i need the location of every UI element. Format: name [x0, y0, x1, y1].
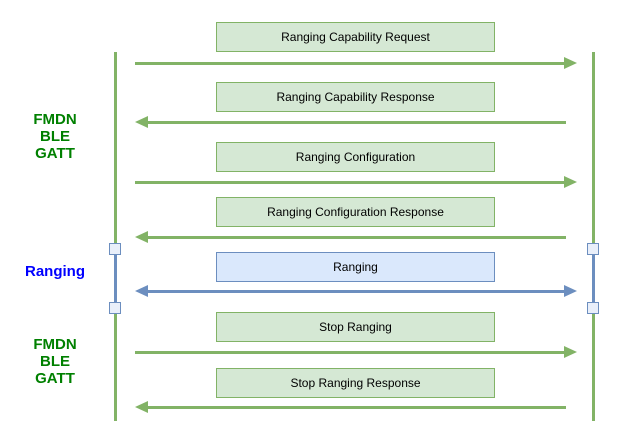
arrowhead-left-icon [135, 116, 148, 128]
phase-label-ranging: Ranging [0, 263, 110, 280]
message-box-ranging-capability-response: Ranging Capability Response [216, 82, 495, 112]
message-box-stop-ranging-response: Stop Ranging Response [216, 368, 495, 398]
activation-marker-left-top [109, 243, 121, 255]
lifeline-right [592, 52, 595, 421]
message-label: Ranging [333, 260, 378, 274]
arrow-shaft [147, 121, 566, 124]
arrow-left [135, 401, 577, 413]
arrowhead-right-icon [564, 176, 577, 188]
phase-label-line: FMDN [33, 111, 77, 128]
message-box-ranging: Ranging [216, 252, 495, 282]
phase-label-line: GATT [35, 145, 75, 162]
activation-marker-right-top [587, 243, 599, 255]
message-box-stop-ranging: Stop Ranging [216, 312, 495, 342]
arrow-left [135, 116, 577, 128]
phase-label-fmdn-ble-gatt-top: FMDN BLE GATT [0, 111, 110, 162]
message-label: Ranging Capability Request [281, 30, 430, 44]
phase-label-line: GATT [35, 370, 75, 387]
arrow-shaft [135, 181, 565, 184]
phase-label-line: BLE [40, 128, 70, 145]
arrow-shaft [147, 290, 565, 293]
phase-label-line: FMDN [33, 336, 77, 353]
phase-label-fmdn-ble-gatt-bottom: FMDN BLE GATT [0, 336, 110, 387]
arrowhead-right-icon [564, 57, 577, 69]
arrow-shaft [135, 62, 565, 65]
arrowhead-left-icon [135, 401, 148, 413]
message-box-ranging-configuration-response: Ranging Configuration Response [216, 197, 495, 227]
message-label: Stop Ranging [319, 320, 392, 334]
message-label: Ranging Configuration Response [267, 205, 444, 219]
message-label: Stop Ranging Response [290, 376, 421, 390]
arrow-right [135, 176, 577, 188]
arrow-bidirectional [135, 285, 577, 297]
message-box-ranging-configuration: Ranging Configuration [216, 142, 495, 172]
arrowhead-left-icon [135, 231, 148, 243]
phase-label-line: BLE [40, 353, 70, 370]
arrow-shaft [147, 406, 566, 409]
activation-marker-left-bottom [109, 302, 121, 314]
arrowhead-left-icon [135, 285, 148, 297]
arrow-left [135, 231, 577, 243]
activation-marker-right-bottom [587, 302, 599, 314]
arrow-shaft [135, 351, 565, 354]
message-label: Ranging Capability Response [276, 90, 435, 104]
message-label: Ranging Configuration [295, 150, 416, 164]
message-box-ranging-capability-request: Ranging Capability Request [216, 22, 495, 52]
arrowhead-right-icon [564, 285, 577, 297]
arrow-right [135, 346, 577, 358]
lifeline-right-ranging-segment [592, 250, 595, 308]
arrow-right [135, 57, 577, 69]
lifeline-left [114, 52, 117, 421]
arrow-shaft [147, 236, 566, 239]
lifeline-left-ranging-segment [114, 250, 117, 308]
arrowhead-right-icon [564, 346, 577, 358]
phase-label-line: Ranging [25, 263, 85, 280]
